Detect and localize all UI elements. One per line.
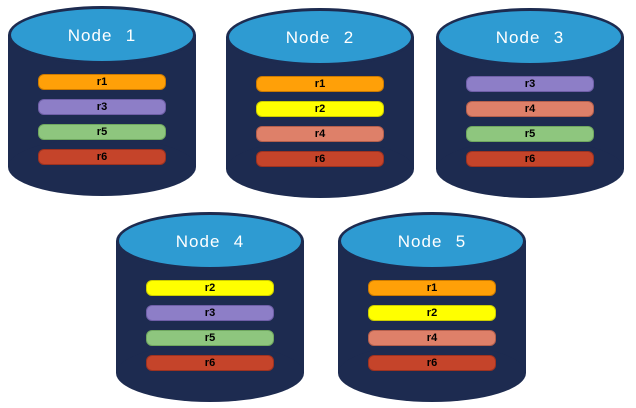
replica-bar: r6 [466,151,594,167]
replica-bar: r4 [368,330,496,346]
node-title: Node 2 [285,28,355,47]
replica-list: r1 r3 r5 r6 [38,74,166,174]
replica-bar: r1 [368,280,496,296]
replica-bar: r4 [256,126,384,142]
cylinder-bottom [116,344,304,402]
node-title: Node 5 [397,232,467,251]
replica-bar: r5 [466,126,594,142]
cylinder-top: Node 5 [338,212,526,270]
replica-bar: r6 [256,151,384,167]
replica-bar: r6 [146,355,274,371]
cylinder-top: Node 3 [436,8,624,66]
replica-bar: r6 [368,355,496,371]
node-cylinder: Node 4 r2 r3 r5 r6 [116,212,304,402]
replica-bar: r2 [146,280,274,296]
node-cylinder: Node 3 r3 r4 r5 r6 [436,8,624,198]
replica-list: r2 r3 r5 r6 [146,280,274,380]
node-title: Node 3 [495,28,565,47]
replica-bar: r1 [38,74,166,90]
replica-bar: r1 [256,76,384,92]
replica-bar: r3 [466,76,594,92]
cylinder-top: Node 1 [8,6,196,64]
replica-bar: r4 [466,101,594,117]
replica-bar: r2 [256,101,384,117]
replica-list: r3 r4 r5 r6 [466,76,594,176]
cylinder-bottom [436,140,624,198]
node-cylinder: Node 1 r1 r3 r5 r6 [8,6,196,196]
cylinder-bottom [226,140,414,198]
replica-bar: r2 [368,305,496,321]
replica-bar: r5 [38,124,166,140]
replica-bar: r5 [146,330,274,346]
node-title: Node 1 [67,26,137,45]
node-cylinder: Node 5 r1 r2 r4 r6 [338,212,526,402]
node-title: Node 4 [175,232,245,251]
replica-bar: r3 [38,99,166,115]
cylinder-bottom [338,344,526,402]
cylinder-top: Node 4 [116,212,304,270]
node-cylinder: Node 2 r1 r2 r4 r6 [226,8,414,198]
cylinder-top: Node 2 [226,8,414,66]
replica-bar: r6 [38,149,166,165]
cylinder-bottom [8,138,196,196]
replica-list: r1 r2 r4 r6 [368,280,496,380]
replica-list: r1 r2 r4 r6 [256,76,384,176]
replica-bar: r3 [146,305,274,321]
